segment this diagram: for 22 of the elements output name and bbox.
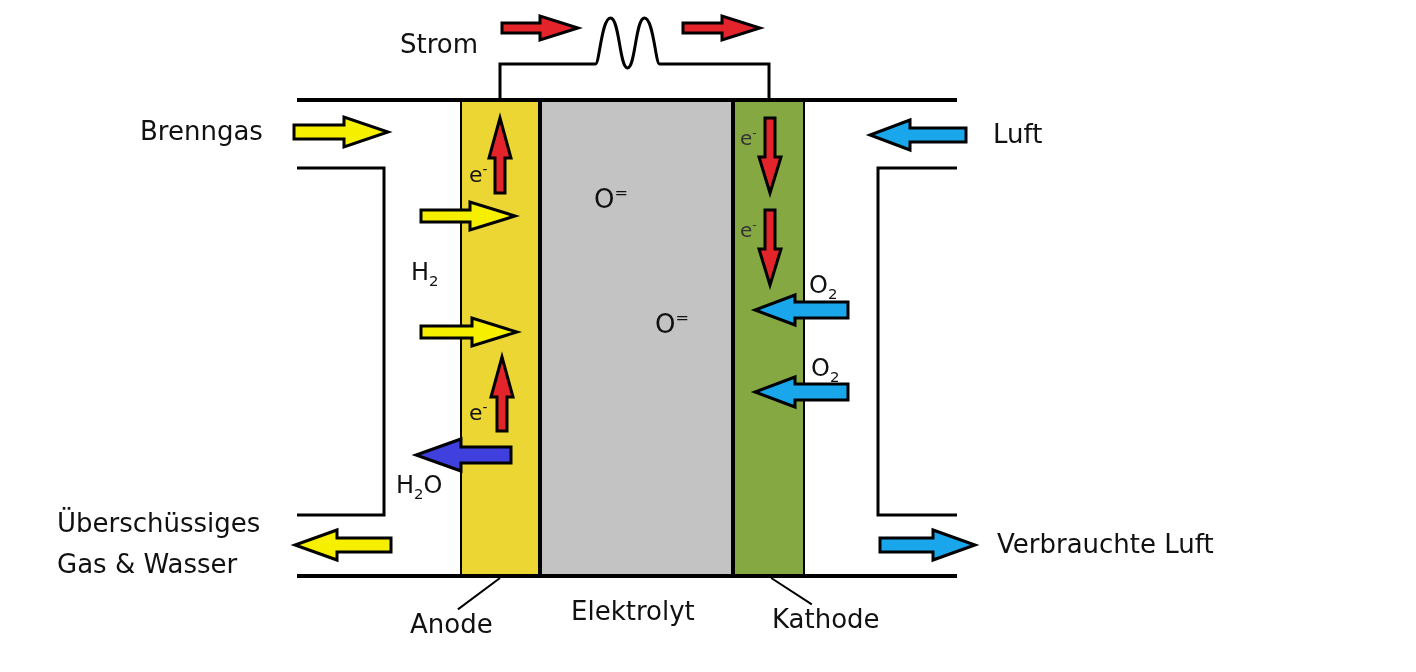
electrolyte-layer bbox=[540, 98, 733, 578]
part-label: Elektrolyt bbox=[571, 596, 695, 628]
current-label: Strom bbox=[400, 29, 479, 61]
electron-label: e$^{-}$ bbox=[469, 399, 488, 427]
electron-label: e$^{-}$ bbox=[740, 126, 757, 150]
circuit-wire bbox=[498, 16, 771, 98]
gas-label: H$_{2}$O bbox=[396, 470, 443, 500]
oxide-ion-label: O$^{=}$ bbox=[594, 184, 628, 216]
oxide-ion-label: O$^{=}$ bbox=[655, 309, 689, 341]
gas-label: H$_{2}$ bbox=[411, 257, 439, 287]
exhaust-label: Überschüssiges Gas & Wasser bbox=[57, 506, 262, 581]
leader-line bbox=[456, 577, 501, 611]
fuel-gas-label: Brenngas bbox=[140, 116, 263, 148]
gas-label: O$_{2}$ bbox=[809, 270, 838, 300]
leader-line bbox=[770, 577, 813, 606]
part-label: Anode bbox=[410, 609, 493, 641]
part-label: Kathode bbox=[772, 604, 880, 636]
air-label: Luft bbox=[993, 119, 1043, 151]
gas-label: O$_{2}$ bbox=[811, 353, 840, 383]
electron-label: e$^{-}$ bbox=[469, 161, 488, 189]
exhaust-label: Verbrauchte Luft bbox=[997, 529, 1214, 561]
electron-label: e$^{-}$ bbox=[740, 218, 757, 242]
